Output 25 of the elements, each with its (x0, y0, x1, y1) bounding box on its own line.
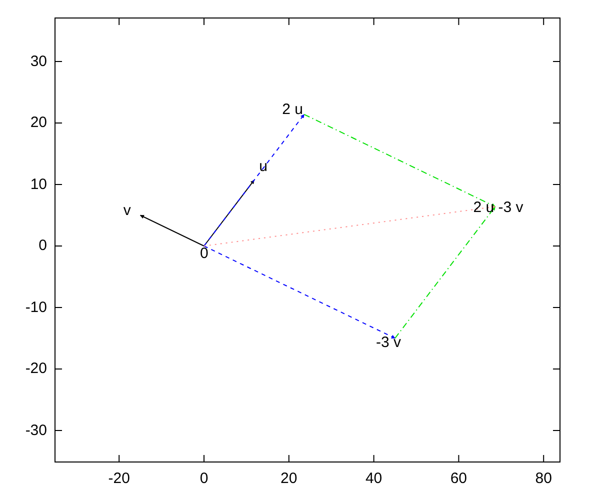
tick-label: 80 (535, 471, 552, 487)
vector-arrow (204, 246, 396, 339)
tick-label: 20 (30, 115, 47, 131)
tick-label: 40 (365, 471, 382, 487)
point-label: u (259, 159, 268, 176)
tick-label: -10 (25, 300, 47, 316)
vector-arrow (394, 206, 496, 339)
point-label: -3 v (376, 335, 402, 352)
point-label: 2 u (282, 102, 304, 118)
point-label: v (123, 203, 131, 220)
tick-label: 30 (30, 54, 47, 70)
tick-label: -20 (108, 471, 130, 487)
point-label: 0 (200, 246, 208, 262)
tick-label: 20 (280, 471, 298, 487)
tick-label: 60 (450, 471, 468, 487)
vector-arrow (204, 205, 496, 246)
tick-label: 0 (200, 471, 208, 487)
vector-arrow (204, 114, 305, 246)
tick-label: -20 (25, 361, 47, 377)
vector-arrow (304, 114, 496, 208)
tick-label: -30 (25, 422, 47, 438)
tick-label: 10 (30, 176, 47, 192)
tick-label: 0 (38, 238, 47, 254)
point-label: 2 u -3 v (473, 200, 524, 216)
vector-arrow (140, 214, 204, 246)
